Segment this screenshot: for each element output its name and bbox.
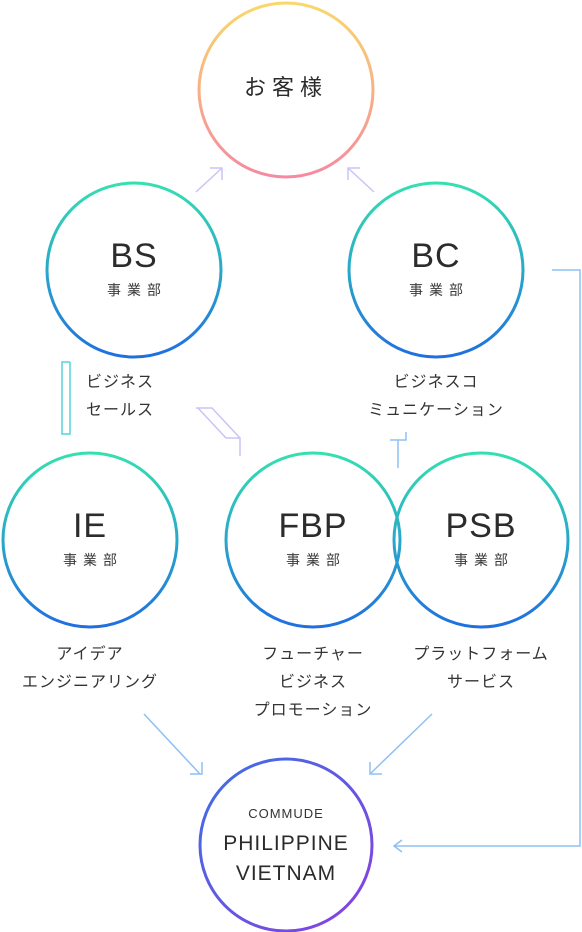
fbp-circle <box>224 451 402 629</box>
psb-title: PSB <box>445 507 517 545</box>
customers-circle <box>197 1 375 179</box>
customers-label: お客様 <box>243 76 328 101</box>
connector-arrows <box>61 167 581 853</box>
bc-subtitle: 事業部 <box>409 283 469 299</box>
ie-title: IE <box>72 507 108 545</box>
ie-description-line: エンジニアリング <box>21 672 158 691</box>
commude-country: VIETNAM <box>235 862 337 885</box>
bc-description-line: ビジネスコ <box>393 372 479 391</box>
bs-title: BS <box>110 237 158 275</box>
bc-description: ビジネスコ ミュニケーション <box>346 368 526 424</box>
arrow-bs-to-customers <box>195 167 223 193</box>
psb-description-line: プラットフォーム <box>413 644 549 663</box>
bc-title: BC <box>411 237 461 275</box>
ie-subtitle: 事業部 <box>63 553 123 569</box>
psb-circle <box>392 451 570 629</box>
commude-label: COMMUDE <box>248 806 324 821</box>
bs-description-line: ビジネス <box>86 372 155 391</box>
ie-circle <box>1 451 179 629</box>
bs-subtitle: 事業部 <box>107 283 167 299</box>
arrow-psb-to-commude <box>369 713 433 775</box>
bs-description: ビジネス セールス <box>86 368 186 424</box>
arrow-ie-bs-bidirectional <box>61 361 71 435</box>
arrow-bs-to-customers-head <box>210 167 223 180</box>
bc-description-line: ミュニケーション <box>368 400 504 419</box>
commude-countries: PHILIPPINE VIETNAM <box>196 829 376 889</box>
arrow-ie-to-commude-head <box>190 762 203 775</box>
psb-description-line: サービス <box>446 672 515 691</box>
psb-description: プラットフォーム サービス <box>396 640 566 696</box>
commude-circle <box>198 757 374 932</box>
arrow-bc-to-commude <box>394 269 581 847</box>
arrow-bs-fbp-bidirectional <box>196 407 241 456</box>
arrow-bc-to-commude-head <box>392 839 403 853</box>
bc-circle <box>347 181 525 359</box>
ie-description-line: アイデア <box>56 644 124 663</box>
bs-description-line: セールス <box>86 400 155 419</box>
fbp-description: フューチャー ビジネス プロモーション <box>228 640 398 724</box>
commude-country: PHILIPPINE <box>223 832 349 855</box>
arrow-psb-to-commude-head <box>369 762 382 775</box>
bs-circle <box>45 181 223 359</box>
fbp-description-line: ビジネス <box>278 672 347 691</box>
arrow-ie-to-commude <box>143 713 201 775</box>
fbp-title: FBP <box>278 507 348 545</box>
fbp-description-line: プロモーション <box>253 700 373 719</box>
ie-description: アイデア エンジニアリング <box>0 640 180 696</box>
fbp-subtitle: 事業部 <box>286 553 346 569</box>
arrow-bc-to-customers <box>347 167 375 193</box>
arrow-bc-psb-bidirectional <box>390 432 407 468</box>
fbp-description-line: フューチャー <box>262 644 364 663</box>
psb-subtitle: 事業部 <box>454 553 514 569</box>
arrow-bc-to-customers-head <box>347 167 360 180</box>
